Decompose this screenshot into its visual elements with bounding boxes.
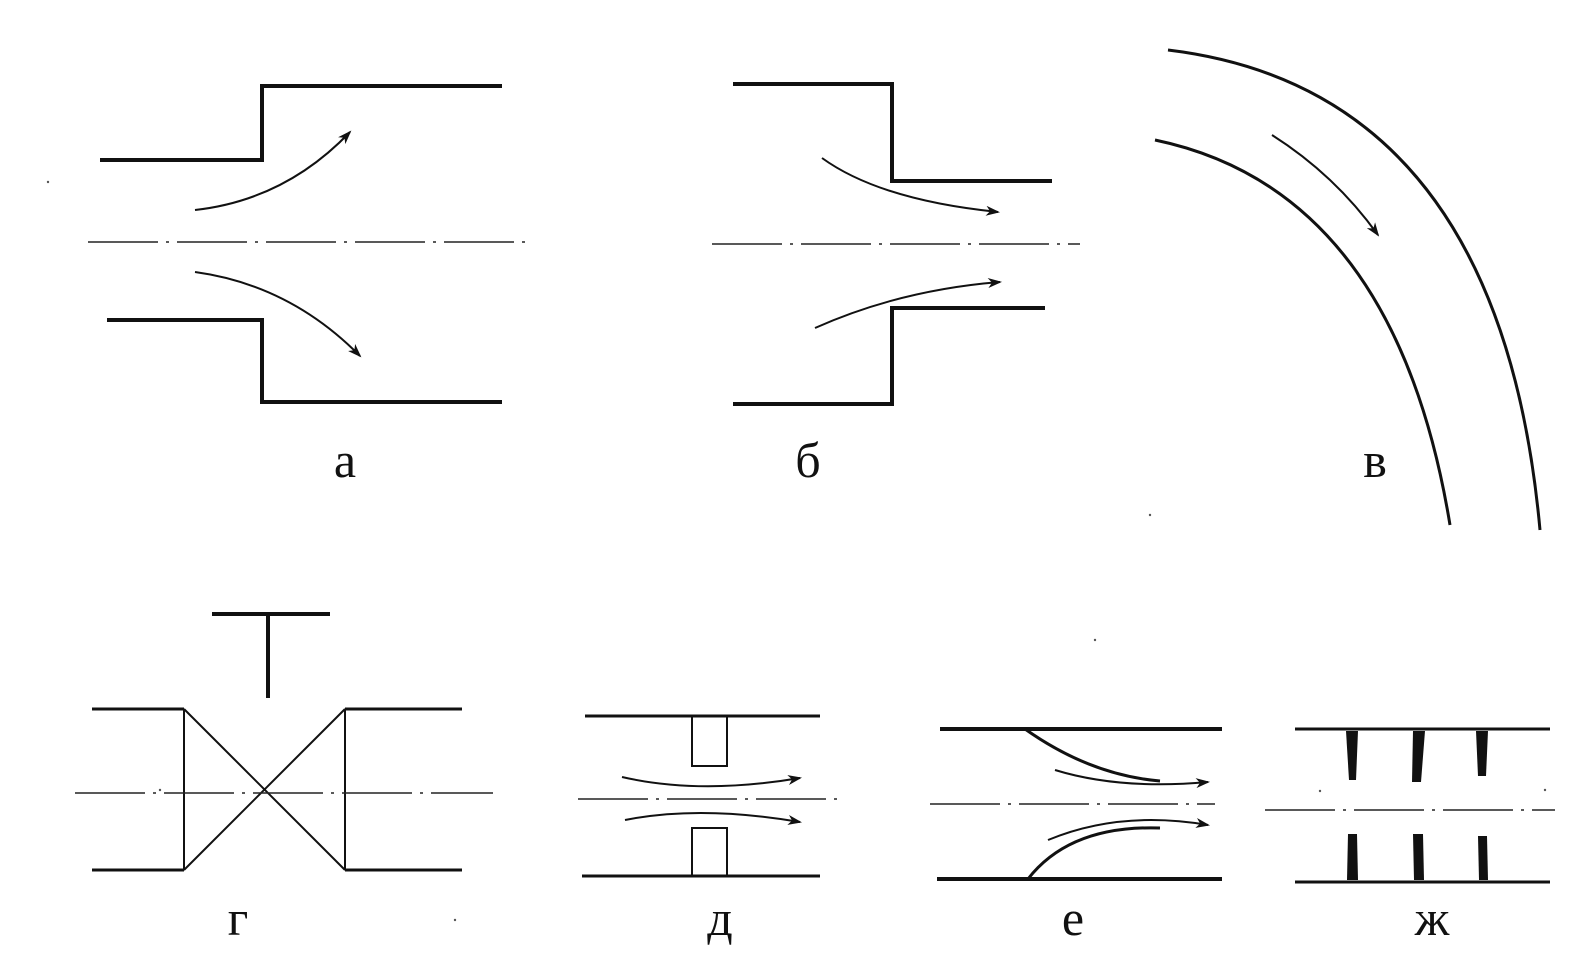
- panel-e-nozzle: е: [930, 727, 1222, 946]
- panel-zh-plate-lower-3: [1478, 836, 1488, 880]
- panel-d-lower-diaphragm: [691, 827, 728, 877]
- panel-b-flow-arrow-lower: [814, 277, 1002, 329]
- panel-e-upper-contour: [1024, 727, 1161, 783]
- panel-zh-grid: ж: [1265, 727, 1555, 946]
- panel-v-flow-arrow: [1271, 134, 1380, 237]
- panel-b-sudden-contraction: б: [712, 82, 1080, 488]
- panel-v-outer-wall: [1167, 48, 1542, 531]
- panel-zh-plate-upper-3: [1476, 731, 1488, 776]
- panel-zh-plate-lower-1: [1347, 834, 1358, 880]
- panel-v-pipe-bend: в: [1154, 48, 1542, 531]
- panel-a-flow-arrow-lower: [194, 271, 362, 358]
- speck: [46, 180, 50, 184]
- speck: [158, 788, 162, 792]
- panel-a-sudden-expansion: а: [88, 84, 525, 488]
- panel-g-valve: г: [75, 612, 493, 946]
- panel-v-inner-wall: [1154, 138, 1452, 526]
- panel-b-label: б: [795, 432, 820, 488]
- panel-e-label: е: [1062, 890, 1084, 946]
- panel-zh-plate-lower-2: [1413, 834, 1424, 880]
- panel-v-label: в: [1363, 432, 1387, 488]
- panel-b-upper-wall: [733, 82, 1052, 183]
- panel-b-flow-arrow-upper: [821, 157, 1000, 216]
- panel-d-flow-arrow-lower: [624, 812, 802, 825]
- panel-d-orifice: д: [578, 714, 840, 946]
- panel-zh-plate-upper-2: [1412, 731, 1425, 782]
- panel-a-upper-wall: [100, 84, 502, 162]
- panel-b-lower-wall: [733, 306, 1045, 406]
- speck: [453, 918, 457, 922]
- speck: [1318, 789, 1322, 793]
- panel-a-flow-arrow-upper: [194, 130, 352, 211]
- panel-zh-label: ж: [1414, 890, 1450, 946]
- panel-e-lower-contour: [1026, 826, 1161, 880]
- panel-d-upper-diaphragm: [691, 715, 728, 767]
- panel-e-flow-arrow-upper: [1054, 769, 1210, 789]
- speck: [1543, 788, 1547, 792]
- speck: [1148, 513, 1152, 517]
- panel-zh-plate-upper-1: [1346, 731, 1358, 780]
- panel-g-label: г: [228, 890, 249, 946]
- scan-specks: [46, 180, 1547, 922]
- speck: [1093, 638, 1097, 642]
- panel-g-valve-body-diagonal-2: [183, 708, 346, 871]
- panel-d-flow-arrow-upper: [621, 775, 802, 788]
- panel-d-label: д: [707, 890, 732, 946]
- panel-a-lower-wall: [107, 318, 502, 404]
- panel-a-label: а: [334, 432, 356, 488]
- panel-e-flow-arrow-lower: [1047, 818, 1210, 841]
